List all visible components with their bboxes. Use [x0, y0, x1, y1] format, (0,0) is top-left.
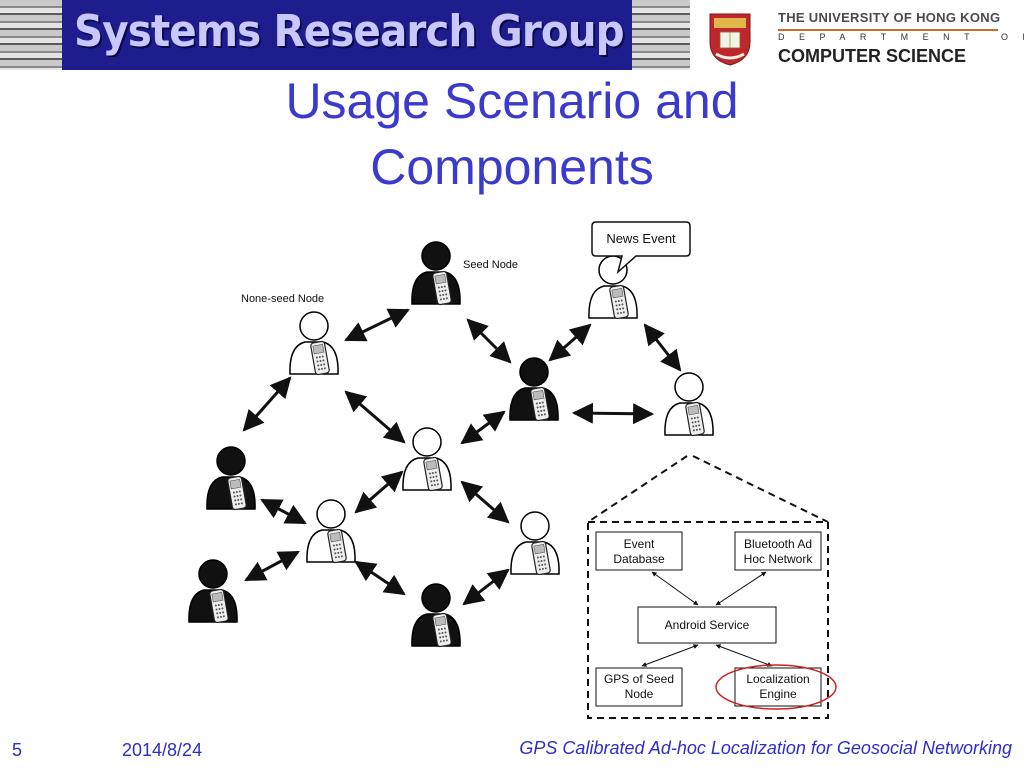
- slide-title-line-1: Usage Scenario and: [285, 73, 739, 129]
- link-nonseed1-seed3: [242, 376, 292, 432]
- non-seed-node-2: [588, 255, 638, 320]
- slide-title-line-2: Components: [370, 139, 654, 195]
- link-nonseed2-nonseed3: [643, 323, 682, 372]
- link-seed2-nonseed2: [548, 323, 592, 362]
- bluetooth-label-1: Bluetooth Ad: [744, 537, 812, 551]
- localization-engine-label-2: Engine: [759, 687, 797, 701]
- event-database-box: [595, 531, 683, 571]
- localization-engine-box: [734, 667, 822, 707]
- seed-node-3: [206, 446, 256, 511]
- seed-node-1: [411, 241, 461, 306]
- link-android-localization: [715, 644, 773, 667]
- link-eventdb-android: [651, 571, 699, 606]
- page-number: 5: [12, 740, 23, 760]
- link-nonseed5-seed4: [244, 550, 300, 582]
- link-nonseed1-seed1: [344, 308, 410, 342]
- event-database-label-2: Database: [613, 552, 665, 566]
- link-nonseed5-nonseed4: [354, 470, 404, 514]
- zoom-line-right: [692, 455, 829, 523]
- slide-title: Usage Scenario and Components: [0, 68, 1024, 200]
- seed-node-4: [188, 559, 238, 624]
- component-links: [641, 571, 773, 667]
- link-seed1-seed2: [466, 318, 512, 364]
- localization-highlight: [715, 664, 837, 710]
- gps-seed-node-label-2: Node: [625, 687, 654, 701]
- link-bluetooth-android: [715, 571, 767, 606]
- department-name: COMPUTER SCIENCE: [778, 46, 967, 66]
- gps-seed-node-box: [595, 667, 683, 707]
- seed-node-label: Seed Node: [463, 259, 518, 271]
- non-seed-node-1: [289, 311, 339, 376]
- android-service-label: Android Service: [665, 618, 750, 632]
- bluetooth-label-2: Hoc Network: [744, 552, 814, 566]
- server-rack-image-right: [632, 0, 690, 70]
- link-nonseed6-seed5: [462, 568, 510, 606]
- component-boxes: [595, 531, 822, 707]
- zoom-line-left: [587, 455, 688, 523]
- news-event-callout: News Event: [591, 221, 691, 275]
- department-label: DEPARTMENT OF: [778, 32, 1024, 42]
- slide-date: 2014/8/24: [122, 740, 203, 760]
- link-nonseed1-nonseed4: [344, 390, 406, 444]
- news-event-label: News Event: [606, 231, 676, 246]
- bluetooth-network-box: [734, 531, 822, 571]
- non-seed-node-5: [306, 499, 356, 564]
- group-name: Systems Research Group: [74, 6, 625, 57]
- link-seed2-nonseed3: [571, 402, 655, 425]
- server-rack-image-left: [0, 0, 62, 70]
- event-database-label-1: Event: [624, 537, 655, 551]
- non-seed-node-3: [664, 372, 714, 437]
- seed-node-5: [411, 583, 461, 648]
- seed-node-2: [509, 357, 559, 422]
- network-links: [242, 308, 682, 606]
- link-android-gps: [641, 644, 699, 667]
- university-crest-icon: [709, 13, 751, 66]
- link-seed3-nonseed5: [260, 498, 307, 525]
- link-nonseed5-seed5: [354, 560, 406, 596]
- non-seed-node-label: None-seed Node: [241, 293, 324, 305]
- non-seed-node-6: [510, 511, 560, 576]
- footer-title: GPS Calibrated Ad-hoc Localization for G…: [519, 738, 1012, 758]
- link-nonseed4-nonseed6: [460, 480, 510, 524]
- android-service-box: [637, 606, 777, 644]
- gps-seed-node-label-1: GPS of Seed: [604, 672, 674, 686]
- department-rule: [778, 29, 998, 31]
- university-name: THE UNIVERSITY OF HONG KONG: [778, 10, 1001, 25]
- link-nonseed4-seed2: [460, 410, 506, 445]
- localization-engine-label-1: Localization: [746, 672, 809, 686]
- group-banner: Systems Research Group: [0, 0, 690, 70]
- non-seed-node-4: [402, 427, 452, 492]
